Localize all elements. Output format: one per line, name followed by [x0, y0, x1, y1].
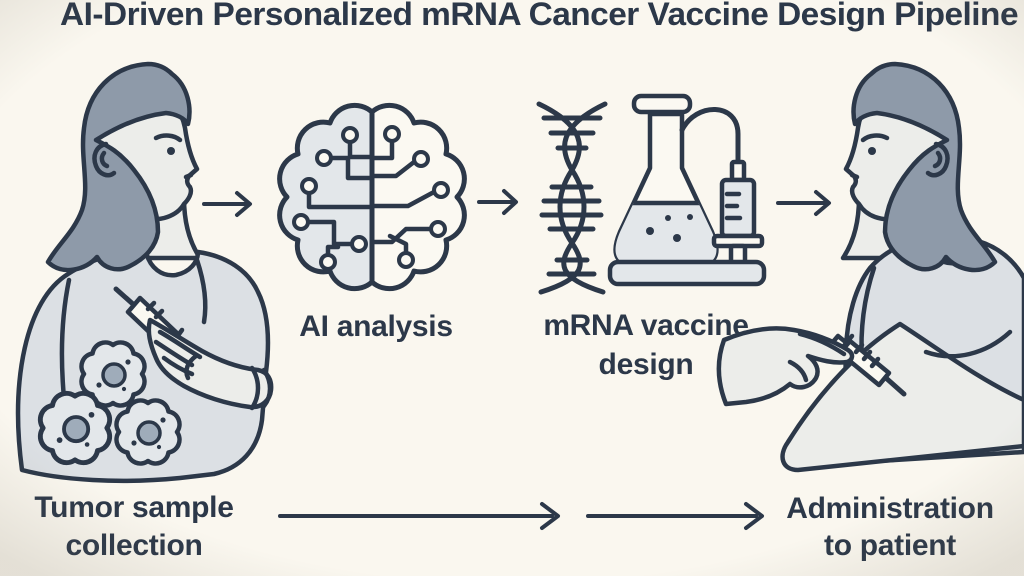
step-label-ai-analysis: AI analysis — [299, 310, 452, 343]
step-label-mrna-line1: mRNA vaccine — [543, 309, 748, 342]
page-title: AI-Driven Personalized mRNA Cancer Vacci… — [60, 0, 1018, 32]
step-label-mrna-line2: design — [599, 348, 694, 381]
platform-icon — [607, 259, 767, 287]
step-label-admin-line1: Administration — [786, 492, 993, 525]
step-label-admin-line2: to patient — [824, 529, 956, 562]
ai-brain-circuit-icon — [280, 100, 465, 292]
step-label-tumor-line2: collection — [65, 529, 202, 562]
step-label-tumor-line1: Tumor sample — [34, 491, 233, 524]
